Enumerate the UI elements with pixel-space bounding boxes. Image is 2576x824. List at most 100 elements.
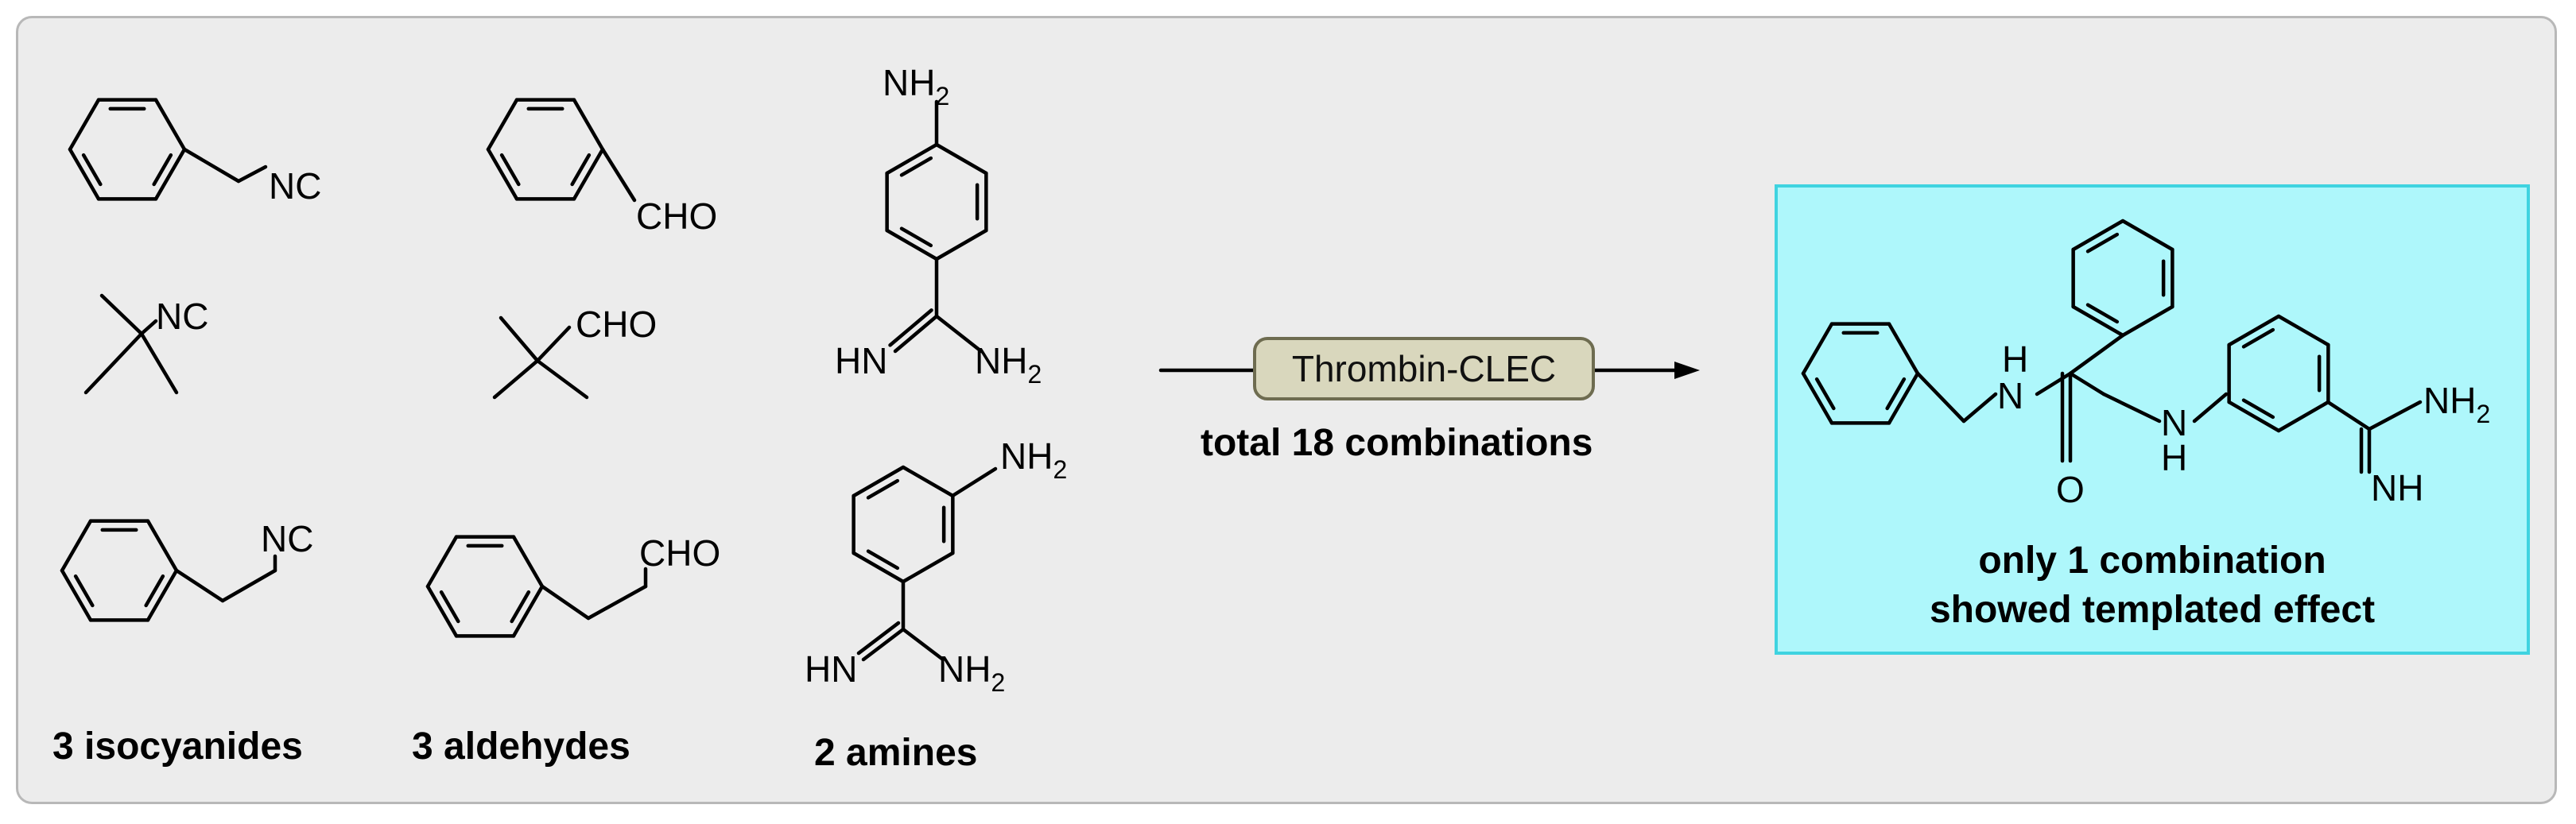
- benzene-ring: [2120, 219, 2174, 252]
- benzene-ring-double: [73, 574, 95, 608]
- benzene-ring-double: [866, 478, 900, 500]
- amidine-bond: [901, 627, 945, 662]
- benzene-ring-double: [1885, 377, 1907, 411]
- result-caption-line1: only 1 combination: [1978, 540, 2326, 582]
- benzene-ring: [1887, 322, 1920, 376]
- atom-labels: NC NC NC CHO CHO CHO NH2 HN NH2 NH2 HN N…: [156, 62, 2490, 697]
- benzene-ring: [572, 98, 605, 152]
- benzene-ring-double: [1814, 377, 1836, 411]
- benzene-ring-double: [499, 153, 521, 187]
- benzene-ring: [852, 551, 906, 584]
- benzene-ring: [153, 147, 187, 201]
- label-cho-3: CHO: [639, 532, 720, 574]
- benzene-ring: [425, 535, 459, 589]
- benzene-ring: [2071, 304, 2125, 338]
- caption-isocyanides: 3 isocyanides: [52, 725, 303, 768]
- chain-bond: [236, 164, 268, 184]
- label-nh2-amine1-top: NH2: [883, 62, 949, 110]
- amidine-double-double: [888, 308, 933, 347]
- product-bond: [2068, 333, 2125, 376]
- label-nh2-amine2-top: NH2: [1000, 435, 1067, 484]
- benzene-ring: [2227, 314, 2281, 347]
- tbutyl-bond: [83, 331, 144, 395]
- arrow-head: [1674, 362, 1700, 379]
- result-caption-line2: showed templated effect: [1929, 589, 2376, 631]
- benzene-ring: [885, 228, 939, 261]
- tbutyl-bond: [499, 315, 540, 363]
- tbutyl-bond: [535, 325, 572, 363]
- tbutyl-bond: [99, 293, 144, 336]
- benzene-ring: [2276, 400, 2330, 433]
- label-cho-2: CHO: [576, 304, 657, 345]
- reaction-arrow: [1158, 362, 1700, 379]
- tbutyl-bond: [139, 319, 158, 336]
- benzene-ring-double: [510, 590, 531, 624]
- label-nh2-amine1-right: NH2: [975, 340, 1042, 389]
- benzene-ring-double: [570, 153, 592, 187]
- benzene-ring: [511, 535, 545, 589]
- tbutyl-bond: [492, 358, 540, 400]
- benzene-ring-double: [866, 549, 900, 571]
- benzene-ring: [1801, 322, 1834, 376]
- benzene-ring: [934, 142, 988, 176]
- benzene-ring: [153, 98, 187, 152]
- label-nh2-amine2-right: NH2: [938, 648, 1005, 697]
- chain-bond: [182, 147, 241, 184]
- benzene-ring: [2071, 219, 2125, 252]
- label-nh-amidine: NH: [2371, 467, 2423, 509]
- benzene-ring: [486, 98, 519, 152]
- product-bond: [2101, 392, 2162, 424]
- amidine-double: [893, 314, 939, 354]
- caption-aldehydes: 3 aldehydes: [412, 725, 630, 768]
- benzene-ring: [901, 465, 955, 498]
- reagent-badge: Thrombin-CLEC: [1253, 337, 1595, 400]
- caption-combinations: total 18 combinations: [1201, 422, 1593, 464]
- benzene-ring: [1801, 371, 1834, 425]
- label-nh2-amidine: NH2: [2423, 380, 2490, 428]
- label-h-amine: H: [2161, 437, 2187, 478]
- chain-bond: [600, 147, 637, 203]
- benzene-ring-double: [2241, 398, 2275, 420]
- benzene-ring-double: [899, 156, 933, 177]
- benzene-ring-double: [2085, 232, 2120, 253]
- label-cho-1: CHO: [636, 195, 717, 237]
- amidine-bond: [2367, 400, 2423, 431]
- benzene-ring: [852, 465, 906, 498]
- label-h-amide: H: [2002, 338, 2028, 380]
- benzene-ring-double: [152, 153, 173, 187]
- benzene-ring-double: [81, 153, 103, 187]
- product-bond: [1961, 392, 1998, 424]
- chain-bond: [586, 584, 648, 621]
- amidine-double: [861, 627, 906, 662]
- bonds: [60, 98, 2423, 662]
- tbutyl-bond: [535, 358, 589, 400]
- benzene-ring: [145, 568, 179, 622]
- label-hn-amine1: HN: [835, 340, 887, 381]
- benzene-ring: [934, 228, 988, 261]
- amidine-bond: [2326, 400, 2372, 431]
- benzene-ring: [511, 584, 545, 638]
- benzene-ring: [2276, 314, 2330, 347]
- benzene-ring: [2227, 400, 2281, 433]
- benzene-ring: [68, 147, 101, 201]
- benzene-ring: [60, 519, 93, 573]
- product-bond: [2035, 371, 2073, 397]
- label-hn-amine2: HN: [805, 648, 857, 690]
- chain-bond: [220, 568, 277, 603]
- benzene-ring: [2120, 304, 2174, 338]
- benzene-ring: [425, 584, 459, 638]
- benzene-ring-double: [2241, 327, 2275, 349]
- amine-bond: [950, 466, 998, 498]
- label-nc-2: NC: [156, 296, 208, 337]
- benzene-ring-double: [2085, 303, 2120, 324]
- benzene-ring: [901, 551, 955, 584]
- reagent-label: Thrombin-CLEC: [1291, 348, 1557, 389]
- benzene-ring: [145, 519, 179, 573]
- amidine-bond: [934, 314, 983, 354]
- benzene-ring-double: [439, 590, 460, 624]
- benzene-ring: [68, 98, 101, 152]
- product-bond: [1915, 371, 1966, 424]
- product-bond: [2068, 371, 2106, 397]
